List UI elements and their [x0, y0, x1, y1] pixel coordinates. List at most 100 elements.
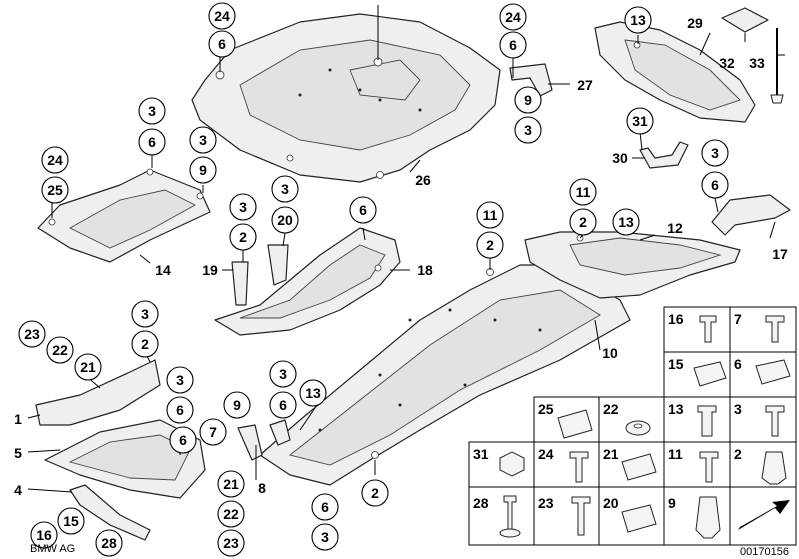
svg-text:15: 15	[668, 356, 684, 372]
underbody-panel-main	[259, 264, 631, 486]
svg-text:11: 11	[576, 184, 591, 200]
callout-6-i: 6	[269, 391, 297, 419]
svg-text:9: 9	[199, 162, 207, 178]
svg-text:6: 6	[176, 402, 184, 418]
callout-3-b: 3	[138, 97, 166, 125]
svg-text:3: 3	[524, 122, 532, 138]
legend-cell-11: 11	[663, 441, 731, 488]
svg-text:24: 24	[214, 8, 230, 24]
callout-6-j: 6	[311, 493, 339, 521]
legend-cell-3: 3	[729, 396, 797, 443]
callout-3-f: 3	[229, 193, 257, 221]
underbody-panel-rear	[191, 13, 501, 183]
callout-2-e: 2	[361, 479, 389, 507]
brand-credit: BMW AG	[30, 543, 75, 555]
svg-text:2: 2	[371, 485, 379, 501]
callout-3-i: 3	[269, 360, 297, 388]
callout-24-b: 24	[499, 3, 527, 31]
legend-cell-16: 16	[663, 306, 731, 353]
callout-2-a: 2	[229, 223, 257, 251]
svg-text:25: 25	[47, 182, 63, 198]
svg-text:21: 21	[80, 359, 96, 375]
svg-text:16: 16	[668, 311, 684, 327]
svg-text:6: 6	[711, 177, 719, 193]
svg-text:31: 31	[473, 446, 489, 462]
svg-text:13: 13	[630, 12, 646, 28]
legend-cell-22: 22	[598, 396, 665, 443]
callout-13-b: 13	[612, 208, 640, 236]
svg-text:9: 9	[524, 92, 532, 108]
callout-2-c: 2	[569, 208, 597, 236]
label-33: 33	[749, 55, 765, 71]
fastener-legend: 16 7 15 6 25 22	[468, 306, 797, 546]
callout-28-a: 28	[95, 529, 123, 557]
legend-cell-15: 15	[663, 351, 731, 398]
svg-text:2: 2	[579, 214, 587, 230]
legend-cell-23: 23	[533, 486, 600, 546]
legend-cell-24: 24	[533, 441, 600, 488]
callout-6-e: 6	[349, 196, 377, 224]
part-32-plate	[721, 7, 769, 33]
svg-text:9: 9	[668, 495, 676, 511]
legend-cell-28: 28	[468, 486, 535, 546]
callout-21-b: 21	[217, 470, 245, 498]
svg-text:6: 6	[179, 432, 187, 448]
svg-text:22: 22	[603, 401, 619, 417]
legend-cell-2: 2	[729, 441, 797, 488]
callout-31-a: 31	[626, 107, 654, 135]
svg-text:6: 6	[218, 36, 226, 52]
heat-shield-top	[594, 21, 756, 123]
shield-14	[37, 168, 211, 263]
side-panel-right	[524, 226, 741, 299]
svg-text:31: 31	[632, 113, 648, 129]
svg-text:6: 6	[359, 202, 367, 218]
svg-text:6: 6	[321, 499, 329, 515]
svg-text:16: 16	[36, 527, 52, 543]
guard-18	[214, 227, 401, 336]
callout-11-a: 11	[476, 201, 504, 229]
part-33-bolt	[770, 28, 784, 104]
svg-text:3: 3	[239, 199, 247, 215]
svg-text:13: 13	[305, 385, 321, 401]
svg-text:3: 3	[711, 145, 719, 161]
callout-9-b: 9	[189, 156, 217, 184]
label-1: 1	[14, 411, 22, 427]
callout-13-c: 13	[299, 379, 327, 407]
legend-cell-21: 21	[598, 441, 665, 488]
svg-text:24: 24	[47, 152, 63, 168]
label-29: 29	[687, 15, 703, 31]
svg-text:3: 3	[321, 529, 329, 545]
callout-7-a: 7	[199, 418, 227, 446]
svg-text:3: 3	[279, 366, 287, 382]
svg-text:20: 20	[277, 212, 293, 228]
label-19: 19	[202, 262, 218, 278]
label-26: 26	[415, 172, 431, 188]
svg-text:2: 2	[734, 446, 742, 462]
label-17: 17	[772, 246, 788, 262]
callout-2-b: 2	[476, 231, 504, 259]
bracket-30	[639, 141, 689, 169]
svg-text:11: 11	[483, 207, 498, 223]
callout-16-a: 16	[30, 521, 58, 549]
label-27: 27	[577, 77, 593, 93]
legend-cell-6: 6	[729, 351, 797, 398]
label-32: 32	[719, 55, 735, 71]
svg-text:6: 6	[509, 37, 517, 53]
callout-23-b: 23	[217, 529, 245, 557]
bracket-19	[231, 244, 289, 306]
callout-6-a: 6	[208, 30, 236, 58]
legend-cell-13: 13	[663, 396, 731, 443]
callout-22-b: 22	[217, 500, 245, 528]
svg-text:28: 28	[101, 535, 117, 551]
svg-text:24: 24	[505, 9, 521, 25]
callout-3-d: 3	[701, 139, 729, 167]
legend-cell-arrow	[729, 486, 797, 546]
label-12: 12	[667, 220, 683, 236]
svg-text:24: 24	[538, 446, 554, 462]
callout-6-c: 6	[138, 128, 166, 156]
callout-3-c: 3	[189, 126, 217, 154]
part-4	[69, 484, 151, 541]
svg-text:6: 6	[279, 397, 287, 413]
svg-text:2: 2	[141, 336, 149, 352]
